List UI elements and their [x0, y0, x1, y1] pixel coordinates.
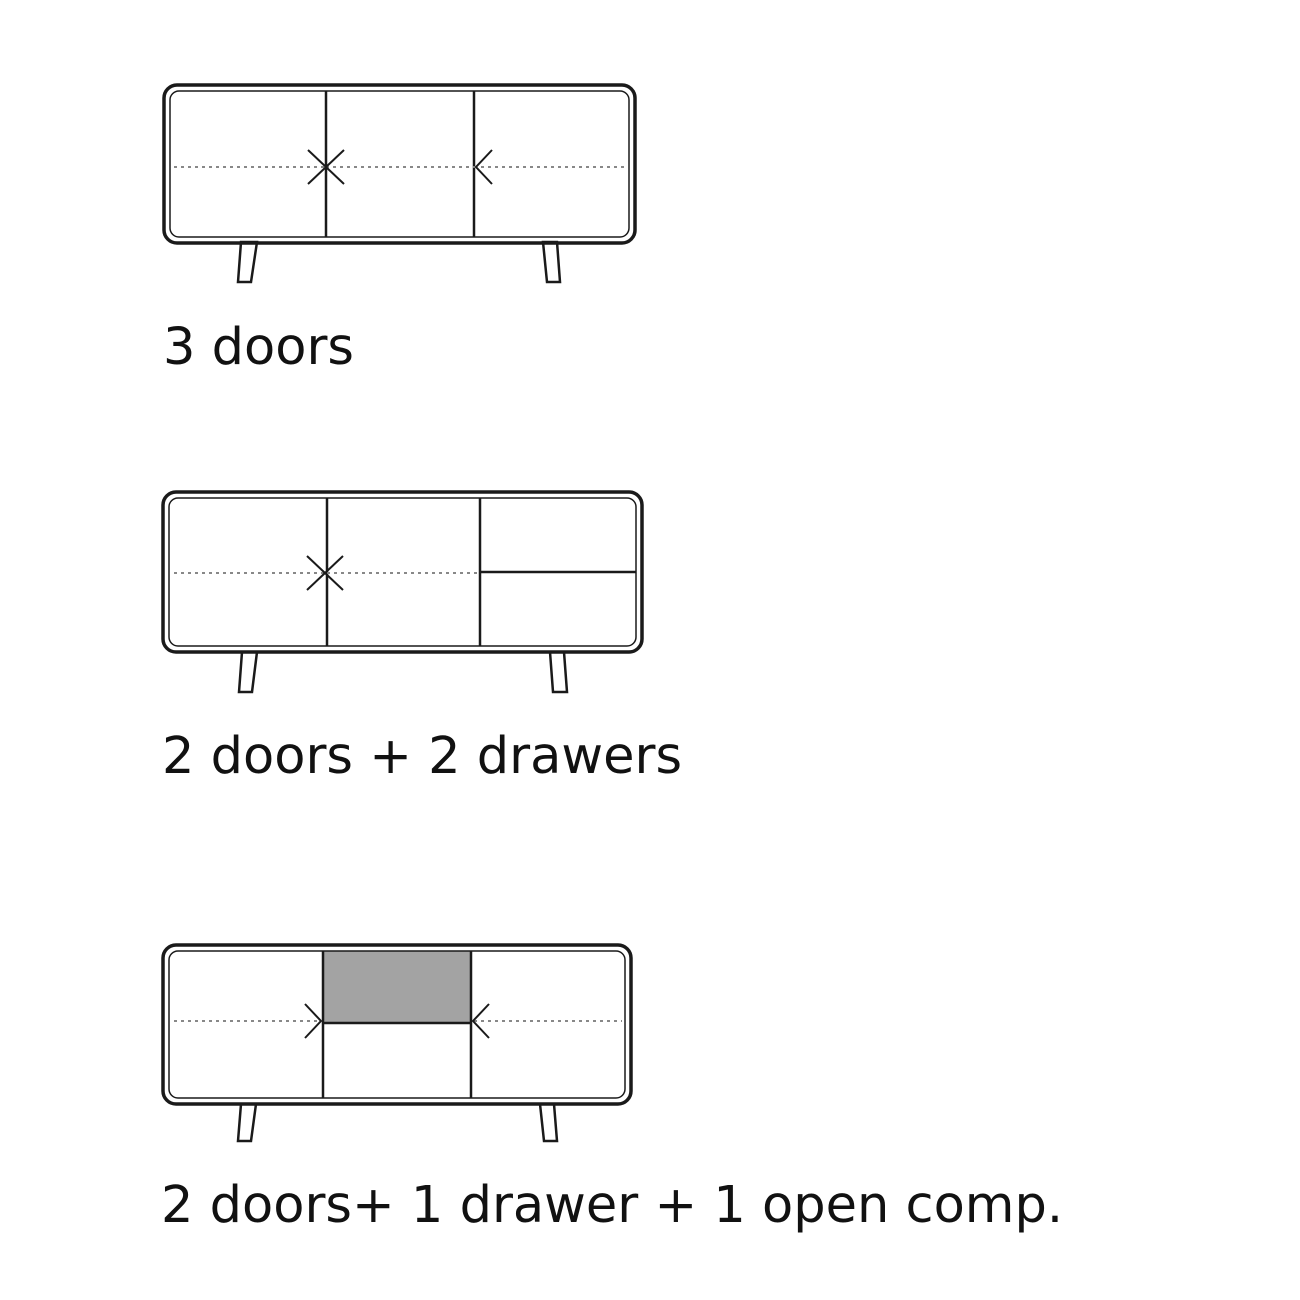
cabinet-inner-frame — [168, 950, 626, 1099]
cabinet-leg — [538, 1102, 559, 1143]
configuration-label: 2 doors + 2 drawers — [162, 727, 683, 786]
cabinet-inner-frame — [169, 90, 630, 238]
sideboard-3-doors — [162, 83, 637, 284]
cabinet-outer-frame — [162, 83, 637, 245]
hinge-chevron-icon — [474, 149, 493, 185]
hinge-chevron-icon — [304, 1003, 323, 1039]
hinge-cross-icon — [306, 555, 344, 591]
sideboard-2-doors-drawer-open — [161, 943, 633, 1143]
cabinet-leg — [541, 240, 562, 284]
cabinet-leg — [236, 1102, 258, 1143]
cabinet-leg — [548, 650, 569, 694]
open-compartment — [323, 951, 471, 1023]
cabinet-leg — [237, 650, 259, 694]
cabinet-leg — [236, 240, 259, 284]
configuration-label: 2 doors+ 1 drawer + 1 open comp. — [161, 1176, 1064, 1235]
sideboard-2-doors-2-drawers — [161, 490, 644, 694]
hinge-chevron-icon — [471, 1003, 490, 1039]
hinge-cross-icon — [307, 149, 345, 185]
cabinet-outer-frame — [161, 490, 644, 654]
configuration-label: 3 doors — [163, 318, 354, 377]
cabinet-outer-frame — [161, 943, 633, 1106]
